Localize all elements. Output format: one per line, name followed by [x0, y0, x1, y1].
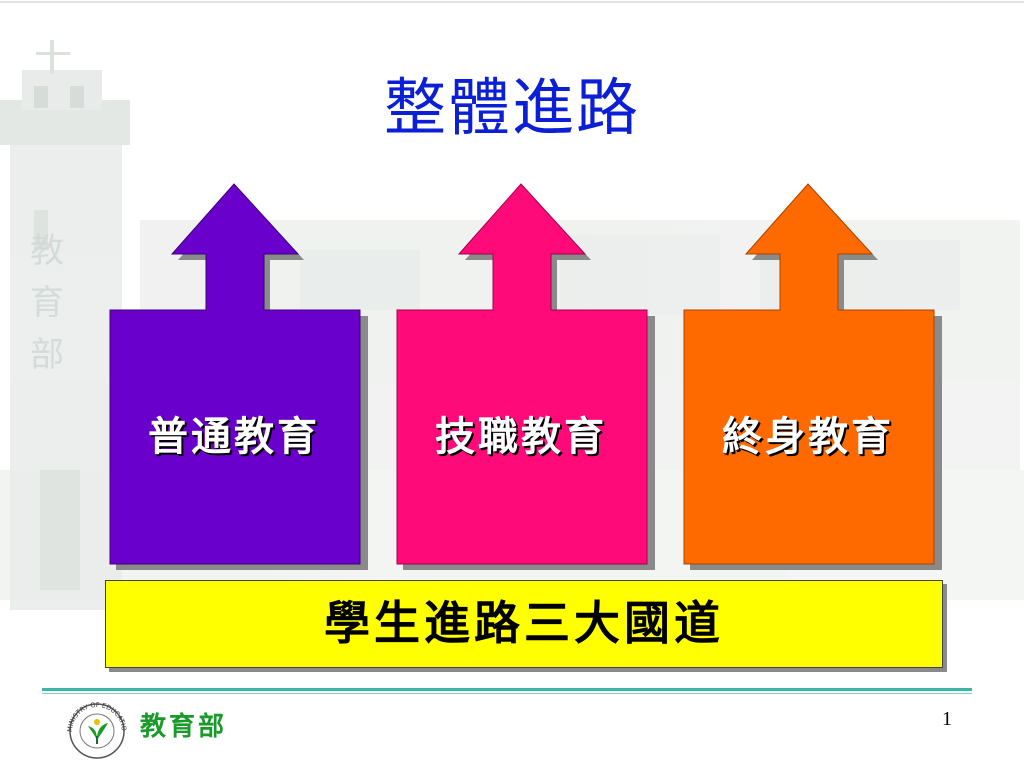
- arrow-shape: [396, 183, 655, 570]
- footer-divider-thin: [42, 693, 972, 694]
- banner-text: 學生進路三大國道: [324, 596, 724, 650]
- arrow-vocational-education: 技職教育: [395, 182, 665, 582]
- slide-title: 整體進路: [383, 71, 640, 144]
- arrow-shape: [109, 183, 368, 570]
- arrow-label: 普通教育: [148, 413, 320, 460]
- footer-divider: [42, 688, 972, 691]
- org-name: 教育部: [140, 712, 228, 742]
- ministry-of-education-logo: MINISTRY OF EDUCATION: [62, 698, 128, 759]
- page-number: 1: [942, 708, 952, 730]
- pathway-banner: 學生進路三大國道: [105, 580, 943, 668]
- arrow-shape: [683, 183, 942, 570]
- arrow-label: 技職教育: [435, 413, 607, 460]
- top-divider: [0, 1, 1024, 3]
- background-watermark: 教育部: [30, 231, 64, 375]
- arrow-lifelong-education: 終身教育: [682, 182, 952, 582]
- arrow-general-education: 普通教育: [108, 182, 378, 582]
- arrow-label: 終身教育: [722, 413, 894, 460]
